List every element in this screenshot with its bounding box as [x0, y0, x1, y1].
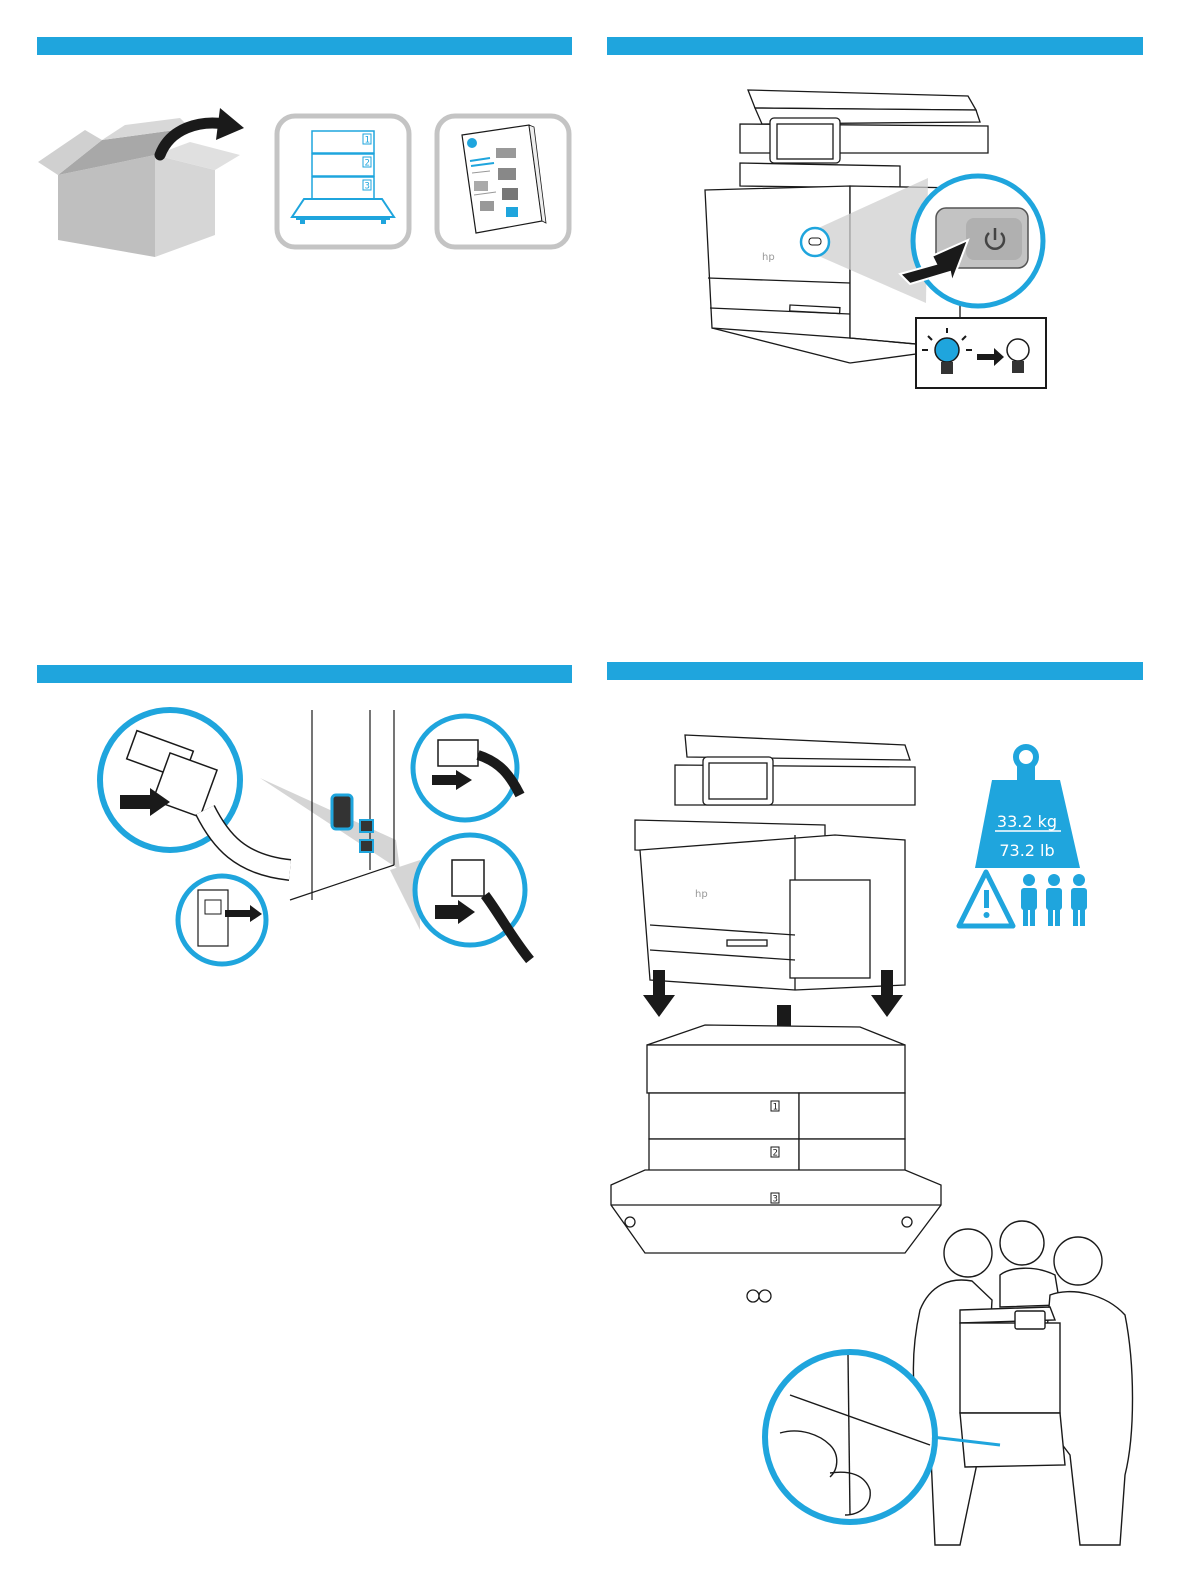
- three-people-icon: [1021, 874, 1087, 926]
- step2-header-bar: [607, 37, 1143, 55]
- step4-weight-warning: 33.2 kg 73.2 lb: [955, 740, 1100, 935]
- step4-tray-label-3: 3: [773, 1195, 778, 1205]
- step4-tray-label-2: 2: [773, 1149, 778, 1159]
- warning-icon: [959, 872, 1013, 926]
- network-cable-icon: [415, 835, 530, 960]
- step2-panel: hp: [700, 78, 1050, 390]
- weight-kg-label: 33.2 kg: [997, 812, 1057, 831]
- step4-tray-label-1: 1: [773, 1103, 778, 1113]
- power-plug-icon: [413, 716, 520, 820]
- power-button-location-circle: [801, 228, 829, 256]
- tray-stack-card: 1 2 3: [274, 113, 412, 250]
- weight-icon: 33.2 kg 73.2 lb: [975, 747, 1080, 868]
- tray-label-1: 1: [365, 136, 370, 146]
- step1-header-bar: [37, 37, 572, 55]
- tray-label-3: 3: [365, 182, 370, 192]
- manual-booklet-card: [434, 113, 572, 250]
- svg-text:hp: hp: [762, 252, 775, 263]
- step4-header-bar: [607, 662, 1143, 680]
- step4-lifting-illustration: [760, 1215, 1160, 1555]
- tray-label-2: 2: [365, 159, 370, 169]
- step3-panel: [90, 700, 550, 970]
- step3-header-bar: [37, 665, 572, 683]
- weight-lb-label: 73.2 lb: [999, 841, 1054, 860]
- usb-cable-icon: [100, 710, 290, 870]
- svg-text:hp: hp: [695, 889, 708, 900]
- wall-outlet-icon: [178, 876, 266, 964]
